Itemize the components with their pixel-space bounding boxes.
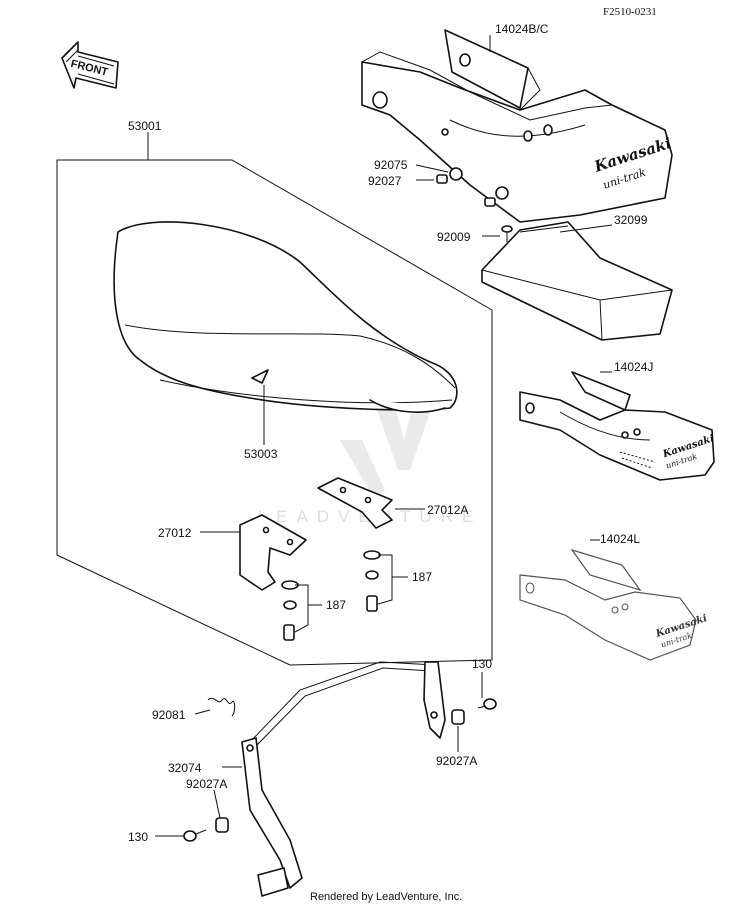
tail-cowl-14024j — [519, 371, 715, 481]
seat-lock-32074 — [241, 661, 446, 897]
label-92081: 92081 — [152, 708, 186, 722]
collar-92027a-low — [215, 817, 229, 833]
label-92027: 92027 — [368, 174, 402, 188]
label-130-low: 130 — [128, 830, 148, 844]
label-32099: 32099 — [614, 213, 648, 227]
grommets — [436, 167, 509, 207]
label-92027a-low: 92027A — [186, 777, 227, 791]
label-53001: 53001 — [128, 119, 162, 133]
leader-lines — [147, 35, 613, 837]
spring-92081 — [207, 697, 236, 717]
bolt-set-187-left — [281, 580, 299, 641]
bracket-27012a — [317, 477, 393, 529]
footer-credit: Rendered by LeadVenture, Inc. — [310, 891, 462, 903]
label-14024j: 14024J — [614, 360, 653, 374]
label-92075: 92075 — [374, 158, 408, 172]
label-187-left: 187 — [326, 598, 346, 612]
label-32074: 32074 — [168, 761, 202, 775]
diagram-code: F2510-0231 — [603, 6, 657, 18]
label-187-right: 187 — [412, 570, 432, 584]
bolt-130-right — [477, 698, 497, 710]
screw-92009 — [501, 225, 513, 242]
label-130-right: 130 — [472, 657, 492, 671]
tool-case-32099 — [481, 221, 673, 341]
label-92027a-right: 92027A — [436, 754, 477, 768]
bracket-27012 — [239, 514, 307, 591]
bolt-set-187-right — [363, 550, 381, 612]
label-14024bc: 14024B/C — [495, 22, 549, 36]
collar-92027a-right — [451, 709, 465, 725]
bolt-130-low — [183, 829, 207, 842]
label-27012: 27012 — [158, 526, 192, 540]
label-14024l: 14024L — [600, 532, 640, 546]
label-27012a: 27012A — [427, 503, 468, 517]
front-arrow-icon — [61, 41, 119, 89]
label-92009: 92009 — [437, 230, 471, 244]
tail-cowl-14024bc — [361, 29, 673, 223]
label-53003: 53003 — [244, 447, 278, 461]
seat-group-outline — [56, 159, 493, 666]
tail-cowl-14024l — [519, 548, 697, 661]
seat-assembly — [113, 221, 458, 413]
